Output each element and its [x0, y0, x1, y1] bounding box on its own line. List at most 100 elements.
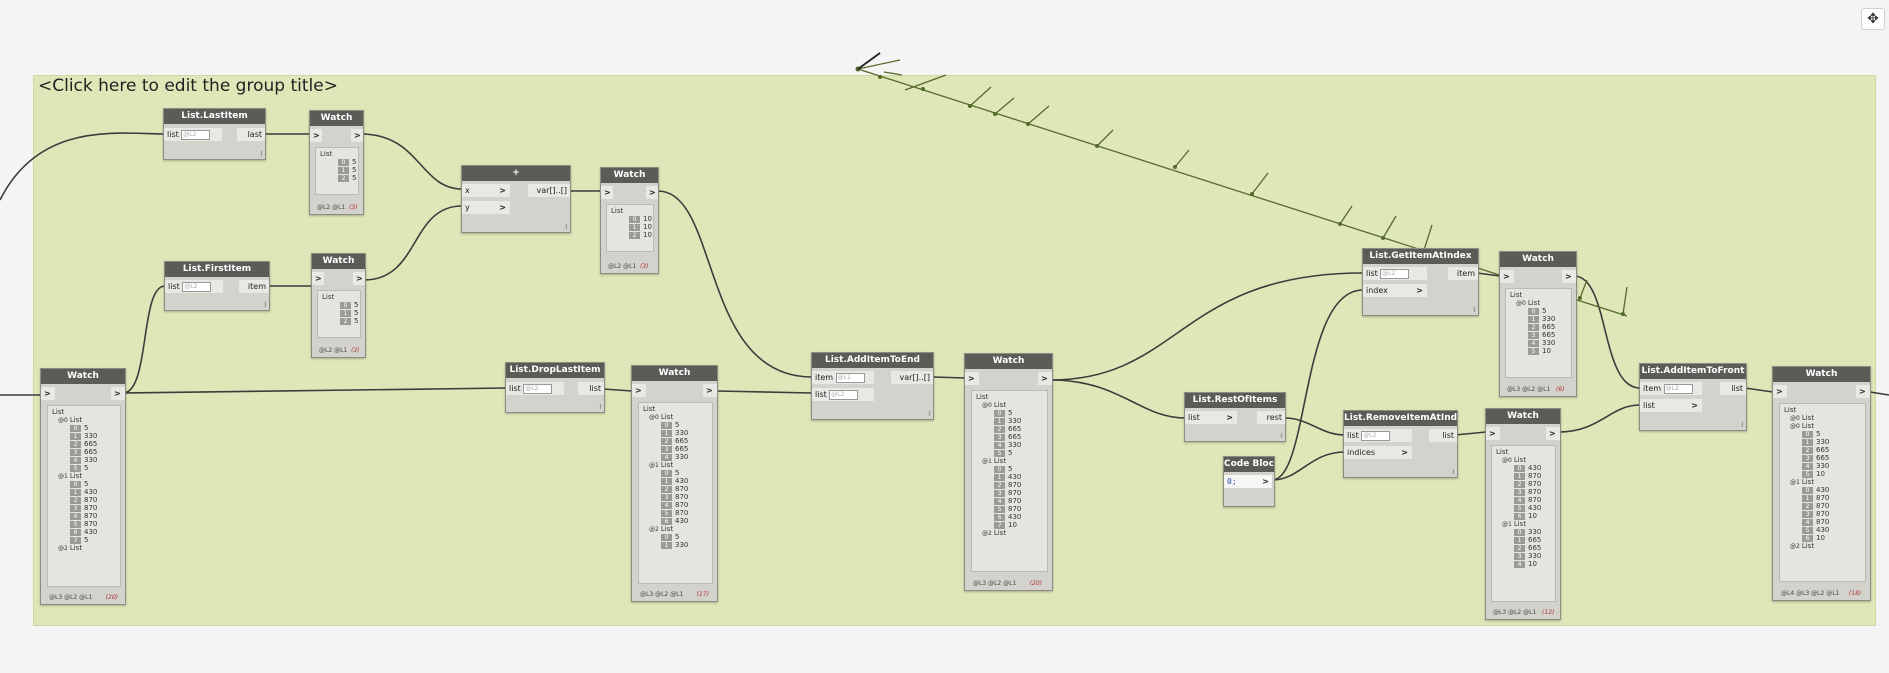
wire-watch-front-list: [1558, 404, 1641, 433]
level-spinner[interactable]: @L2: [181, 129, 211, 140]
input-port-indices[interactable]: indices>: [1344, 446, 1412, 459]
node-list-firstitem[interactable]: List.FirstItem list @L2 item l: [164, 261, 270, 311]
level-spinner[interactable]: @L2: [829, 389, 859, 400]
output-port[interactable]: >: [1856, 385, 1870, 398]
output-port-list[interactable]: list: [1429, 429, 1457, 442]
node-list-additemtoend[interactable]: List.AddItemToEnd item @L1 list @L2 var[…: [811, 352, 934, 420]
input-port-list[interactable]: list @L2: [812, 388, 874, 401]
output-port[interactable]: >: [1546, 427, 1560, 440]
input-port-index[interactable]: index>: [1363, 284, 1427, 297]
input-port[interactable]: >: [1500, 270, 1514, 283]
output-port-last[interactable]: last: [237, 128, 265, 141]
node-list-restofitems[interactable]: List.RestOfItems list> rest l: [1184, 392, 1286, 442]
node-title: Watch: [965, 354, 1052, 369]
level-spinner[interactable]: @L2: [1663, 383, 1693, 394]
code-editor[interactable]: 0;>: [1224, 475, 1272, 488]
input-port[interactable]: >: [1773, 385, 1787, 398]
list-index: 0: [994, 466, 1005, 473]
node-list-getitematindex[interactable]: List.GetItemAtIndex list @L2 index> item…: [1362, 248, 1479, 316]
lacing-indicator[interactable]: l: [599, 404, 601, 411]
input-port-item[interactable]: item @L2: [1640, 382, 1702, 395]
input-port-list[interactable]: list @L2: [165, 280, 223, 293]
code-text[interactable]: 0;: [1227, 477, 1237, 486]
output-port-item[interactable]: item: [1448, 267, 1478, 280]
output-port[interactable]: >: [1562, 270, 1576, 283]
output-port-rest[interactable]: rest: [1257, 411, 1285, 424]
list-index: 4: [70, 457, 81, 464]
lacing-indicator[interactable]: l: [1741, 422, 1743, 429]
input-port-y[interactable]: y>: [462, 201, 510, 214]
level-spinner[interactable]: @L1: [835, 372, 865, 383]
lacing-indicator[interactable]: l: [928, 411, 930, 418]
list-index: 1: [661, 542, 672, 549]
lacing-indicator[interactable]: l: [565, 224, 567, 231]
level-spinner[interactable]: @L2: [1361, 430, 1391, 441]
lacing-indicator[interactable]: l: [260, 151, 262, 158]
input-port-list[interactable]: list @L2: [1344, 429, 1412, 442]
input-port[interactable]: >: [310, 129, 322, 142]
node-list-removeitematindex[interactable]: List.RemoveItemAtIndex list @L2 indices>…: [1343, 410, 1458, 478]
move-icon[interactable]: ✥: [1861, 8, 1885, 30]
level-spinner[interactable]: @L2: [523, 383, 553, 394]
node-list-additemtofront[interactable]: List.AddItemToFront item @L2 list> list …: [1639, 363, 1747, 431]
output-port[interactable]: >: [703, 384, 717, 397]
input-port[interactable]: >: [632, 384, 646, 397]
input-port[interactable]: >: [965, 372, 979, 385]
level-spinner[interactable]: @L2: [182, 281, 212, 292]
list-index: 5: [1528, 348, 1539, 355]
lacing-indicator[interactable]: l: [264, 302, 266, 309]
output-port[interactable]: >: [646, 186, 658, 199]
lacing-indicator[interactable]: l: [1473, 307, 1475, 314]
output-port[interactable]: >: [111, 387, 125, 400]
list-index: 0: [994, 410, 1005, 417]
output-port[interactable]: >: [351, 129, 363, 142]
output-port-list[interactable]: list: [1720, 382, 1746, 395]
group-title[interactable]: <Click here to edit the group title>: [38, 76, 338, 96]
input-port[interactable]: >: [601, 186, 613, 199]
output-port-list[interactable]: list: [578, 382, 604, 395]
input-port-list[interactable]: list>: [1640, 399, 1702, 412]
lacing-indicator[interactable]: l: [1280, 433, 1282, 440]
node-add[interactable]: + x> y> var[]..[] l: [461, 165, 571, 233]
input-port-list[interactable]: list @L2: [164, 128, 222, 141]
node-list-droplastitem[interactable]: List.DropLastItem list @L2 list l: [505, 362, 605, 413]
output-port[interactable]: >: [1038, 372, 1052, 385]
input-port-list[interactable]: list @L2: [1363, 267, 1427, 280]
input-port[interactable]: >: [41, 387, 55, 400]
lacing-indicator[interactable]: l: [1452, 469, 1454, 476]
input-port-item[interactable]: item @L1: [812, 371, 874, 384]
input-port-list[interactable]: list>: [1185, 411, 1237, 424]
input-port[interactable]: >: [312, 272, 324, 285]
node-code-block[interactable]: Code Block 0;>: [1223, 456, 1275, 507]
input-port-x[interactable]: x>: [462, 184, 510, 197]
output-port[interactable]: >: [353, 272, 365, 285]
node-list-lastitem[interactable]: List.LastItem list @L2 last l: [163, 108, 266, 160]
input-port[interactable]: >: [1486, 427, 1500, 440]
output-port-var[interactable]: var[]..[]: [891, 371, 933, 384]
output-port-item[interactable]: item: [239, 280, 269, 293]
node-title: Watch: [310, 111, 363, 126]
level-spinner[interactable]: @L2: [1380, 268, 1410, 279]
input-port-list[interactable]: list @L2: [506, 382, 564, 395]
output-port-var[interactable]: var[]..[]: [528, 184, 570, 197]
